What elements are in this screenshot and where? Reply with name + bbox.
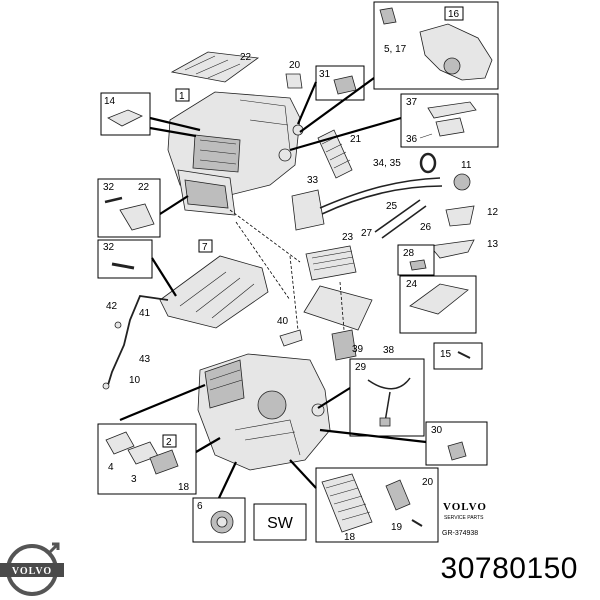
part-number: 30780150 bbox=[440, 552, 578, 585]
callout-38: 38 bbox=[383, 345, 395, 356]
callout-22-left: 22 bbox=[138, 182, 150, 193]
callout-34-35: 34, 35 bbox=[373, 158, 401, 169]
box-15 bbox=[433, 342, 483, 370]
part-23-evaporator bbox=[305, 245, 357, 281]
callout-22: 22 bbox=[240, 52, 252, 63]
callout-21: 21 bbox=[350, 134, 362, 145]
volvo-service-brand: VOLVO bbox=[443, 501, 487, 513]
callout-10: 10 bbox=[129, 375, 141, 386]
callout-14: 14 bbox=[104, 96, 116, 107]
part-13-bracket bbox=[429, 239, 475, 259]
callout-40: 40 bbox=[277, 316, 289, 327]
part-2-flap bbox=[149, 449, 179, 475]
callout-28: 28 bbox=[403, 248, 415, 259]
callout-11: 11 bbox=[461, 160, 472, 171]
part-22-seal bbox=[119, 203, 155, 231]
callout-18-left: 18 bbox=[178, 482, 190, 493]
callout-31: 31 bbox=[319, 69, 331, 80]
callout-2: 2 bbox=[166, 437, 172, 448]
callout-1: 1 bbox=[179, 91, 185, 102]
callout-18-right: 18 bbox=[344, 532, 356, 543]
box-1 bbox=[175, 88, 190, 102]
box-7 bbox=[198, 239, 213, 253]
volvo-service-line: SERVICE PARTS bbox=[444, 515, 484, 521]
callout-13: 13 bbox=[487, 239, 499, 250]
callout-27: 27 bbox=[361, 228, 373, 239]
part-26-pipe bbox=[374, 199, 427, 239]
part-36-screw bbox=[419, 133, 433, 139]
callout-29: 29 bbox=[355, 362, 367, 373]
callout-33: 33 bbox=[307, 175, 319, 186]
callout-4: 4 bbox=[108, 462, 114, 473]
callout-30: 30 bbox=[431, 425, 443, 436]
part-pipe-upper bbox=[319, 177, 441, 209]
callout-7: 7 bbox=[202, 242, 208, 253]
callout-39: 39 bbox=[352, 344, 364, 355]
part-16-gear bbox=[443, 57, 461, 75]
part-4-flap bbox=[105, 431, 135, 455]
part-30-sensor bbox=[447, 441, 467, 461]
callout-41: 41 bbox=[139, 308, 151, 319]
part-37-frame bbox=[435, 117, 465, 137]
lower-hvac-housing bbox=[197, 353, 331, 471]
part-16-motor-housing bbox=[419, 23, 493, 81]
part-40-clip bbox=[279, 329, 303, 347]
volvo-service-parts-mark: VOLVO SERVICE PARTS GR-374938 bbox=[442, 501, 487, 537]
part-34-35-o-ring bbox=[419, 152, 437, 174]
callout-3: 3 bbox=[131, 474, 137, 485]
callout-19: 19 bbox=[391, 522, 403, 533]
part-18-cabin-filter bbox=[321, 473, 373, 533]
part-5-17-connector bbox=[379, 7, 397, 25]
upper-hvac-housing bbox=[167, 91, 304, 216]
sw-label: SW bbox=[267, 515, 294, 532]
box-32 bbox=[97, 239, 153, 279]
part-20-connector bbox=[385, 479, 411, 511]
callout-6: 6 bbox=[197, 501, 203, 512]
callout-15: 15 bbox=[440, 349, 452, 360]
callout-25: 25 bbox=[386, 201, 398, 212]
part-20-plate bbox=[285, 73, 303, 89]
callout-32-upper: 32 bbox=[103, 182, 115, 193]
part-7-tray bbox=[159, 255, 269, 329]
callout-24: 24 bbox=[406, 279, 418, 290]
part-19-screw bbox=[411, 519, 423, 527]
callout-37: 37 bbox=[406, 97, 418, 108]
callout-12: 12 bbox=[487, 207, 499, 218]
part-22-air-filter bbox=[170, 51, 260, 83]
box-16-tag bbox=[444, 6, 464, 21]
callout-32-lower: 32 bbox=[103, 242, 115, 253]
box-2-3-4 bbox=[97, 423, 197, 495]
part-28-clip bbox=[409, 259, 427, 271]
callout-23: 23 bbox=[342, 232, 354, 243]
sw-box bbox=[253, 503, 307, 541]
callout-16: 16 bbox=[448, 9, 460, 20]
callout-42: 42 bbox=[106, 301, 118, 312]
part-12-bracket bbox=[445, 205, 475, 227]
callout-26: 26 bbox=[420, 222, 432, 233]
callout-43: 43 bbox=[139, 354, 151, 365]
callout-5-17: 5, 17 bbox=[384, 44, 407, 55]
part-14-clip bbox=[107, 109, 143, 127]
volvo-logo-text: VOLVO bbox=[12, 566, 52, 577]
part-24-frame bbox=[409, 283, 469, 315]
part-15-screw bbox=[457, 351, 471, 359]
part-11-valve bbox=[453, 173, 471, 191]
callout-20-right: 20 bbox=[422, 477, 434, 488]
box-2 bbox=[162, 434, 177, 448]
callout-20-top: 20 bbox=[289, 60, 301, 71]
volvo-service-code: GR-374938 bbox=[442, 530, 478, 537]
part-33-heater-core bbox=[291, 189, 325, 231]
volvo-logo: VOLVO bbox=[0, 542, 64, 596]
part-39-actuator-frame bbox=[303, 285, 373, 331]
callout-36: 36 bbox=[406, 134, 418, 145]
box-28 bbox=[397, 244, 435, 276]
part-37-bracket bbox=[427, 101, 477, 119]
part-43-drain-hose bbox=[107, 295, 169, 386]
part-29-harness bbox=[367, 377, 411, 423]
leader-lines bbox=[119, 77, 427, 499]
